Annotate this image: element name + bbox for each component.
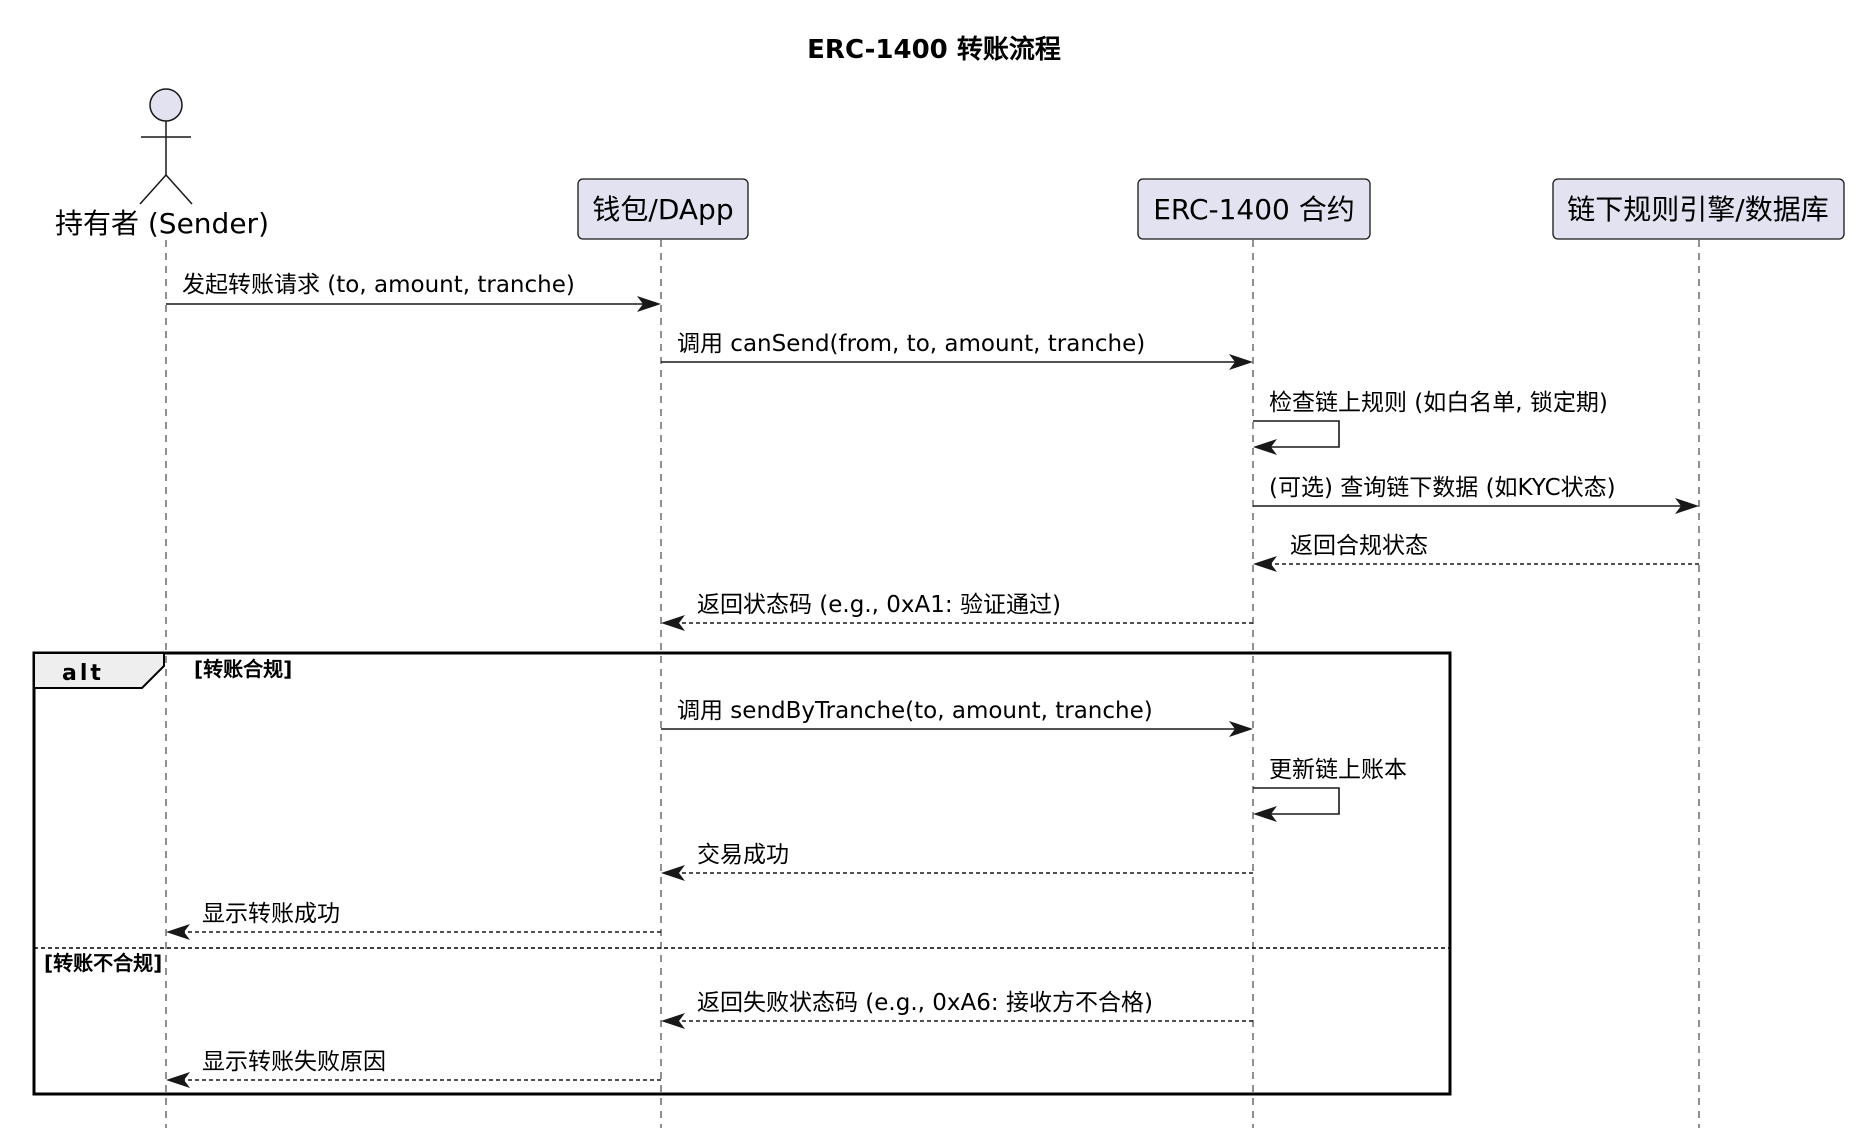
message-7: 调用 sendByTranche(to, amount, tranche) bbox=[661, 698, 1253, 737]
message-9-label: 交易成功 bbox=[697, 842, 789, 868]
message-4-label: (可选) 查询链下数据 (如KYC状态) bbox=[1269, 475, 1616, 501]
message-7-arrowhead bbox=[1229, 721, 1253, 737]
message-6: 返回状态码 (e.g., 0xA1: 验证通过) bbox=[661, 592, 1253, 631]
message-6-arrowhead bbox=[661, 615, 685, 631]
message-3-label: 检查链上规则 (如白名单, 锁定期) bbox=[1269, 390, 1608, 416]
message-5-arrowhead bbox=[1253, 556, 1277, 572]
message-1-arrowhead bbox=[637, 296, 661, 312]
actor-sender: 持有者 (Sender) bbox=[55, 88, 269, 240]
message-3-line bbox=[1253, 420, 1340, 448]
message-3: 检查链上规则 (如白名单, 锁定期) bbox=[1253, 390, 1608, 455]
alt-frame: alt [转账合规] [转账不合规] bbox=[32, 651, 1452, 1096]
message-2-arrowhead bbox=[1229, 354, 1253, 370]
alt-guard-noncompliant: [转账不合规] bbox=[44, 951, 162, 975]
message-10: 显示转账成功 bbox=[166, 901, 661, 940]
actor-leg-right bbox=[165, 174, 193, 205]
message-8-line bbox=[1253, 787, 1340, 815]
participant-offchain-label: 链下规则引擎/数据库 bbox=[1567, 193, 1828, 226]
actor-head-icon bbox=[149, 88, 183, 122]
message-4-arrowhead bbox=[1675, 498, 1699, 514]
participant-contract-label: ERC-1400 合约 bbox=[1153, 193, 1355, 226]
message-11: 返回失败状态码 (e.g., 0xA6: 接收方不合格) bbox=[661, 990, 1253, 1029]
participant-wallet-box bbox=[577, 178, 749, 240]
message-12-label: 显示转账失败原因 bbox=[202, 1049, 386, 1075]
alt-frame-border bbox=[32, 651, 1452, 1096]
message-10-label: 显示转账成功 bbox=[202, 901, 340, 927]
participant-offchain: 链下规则引擎/数据库 bbox=[1552, 178, 1845, 240]
message-2: 调用 canSend(from, to, amount, tranche) bbox=[661, 331, 1253, 370]
message-8-label: 更新链上账本 bbox=[1269, 757, 1407, 783]
participant-contract: ERC-1400 合约 bbox=[1137, 178, 1371, 240]
diagram-title: ERC-1400 转账流程 bbox=[807, 35, 1061, 65]
message-1: 发起转账请求 (to, amount, tranche) bbox=[166, 272, 661, 312]
message-9-arrowhead bbox=[661, 865, 685, 881]
message-10-arrowhead bbox=[166, 924, 190, 940]
message-11-arrowhead bbox=[661, 1013, 685, 1029]
message-8: 更新链上账本 bbox=[1253, 757, 1407, 822]
participant-sender-label: 持有者 (Sender) bbox=[55, 207, 269, 240]
participant-wallet: 钱包/DApp bbox=[577, 178, 749, 240]
alt-guard-compliant: [转账合规] bbox=[194, 657, 292, 681]
message-3-arrowhead bbox=[1253, 439, 1277, 455]
message-2-label: 调用 canSend(from, to, amount, tranche) bbox=[677, 331, 1145, 357]
participant-contract-box bbox=[1137, 178, 1371, 240]
message-5: 返回合规状态 bbox=[1253, 533, 1699, 572]
participant-offchain-box bbox=[1552, 178, 1845, 240]
message-12-arrowhead bbox=[166, 1072, 190, 1088]
message-12: 显示转账失败原因 bbox=[166, 1049, 661, 1088]
message-8-arrowhead bbox=[1253, 806, 1277, 822]
message-5-label: 返回合规状态 bbox=[1290, 533, 1428, 559]
message-11-label: 返回失败状态码 (e.g., 0xA6: 接收方不合格) bbox=[697, 990, 1153, 1016]
message-9: 交易成功 bbox=[661, 842, 1253, 881]
message-1-label: 发起转账请求 (to, amount, tranche) bbox=[182, 272, 575, 298]
participant-wallet-label: 钱包/DApp bbox=[592, 193, 733, 226]
message-4: (可选) 查询链下数据 (如KYC状态) bbox=[1253, 475, 1699, 514]
message-6-label: 返回状态码 (e.g., 0xA1: 验证通过) bbox=[697, 592, 1061, 618]
actor-leg-left bbox=[139, 174, 167, 205]
alt-frame-label: alt bbox=[62, 661, 104, 686]
message-7-label: 调用 sendByTranche(to, amount, tranche) bbox=[677, 698, 1153, 724]
alt-frame-tab bbox=[33, 652, 165, 689]
